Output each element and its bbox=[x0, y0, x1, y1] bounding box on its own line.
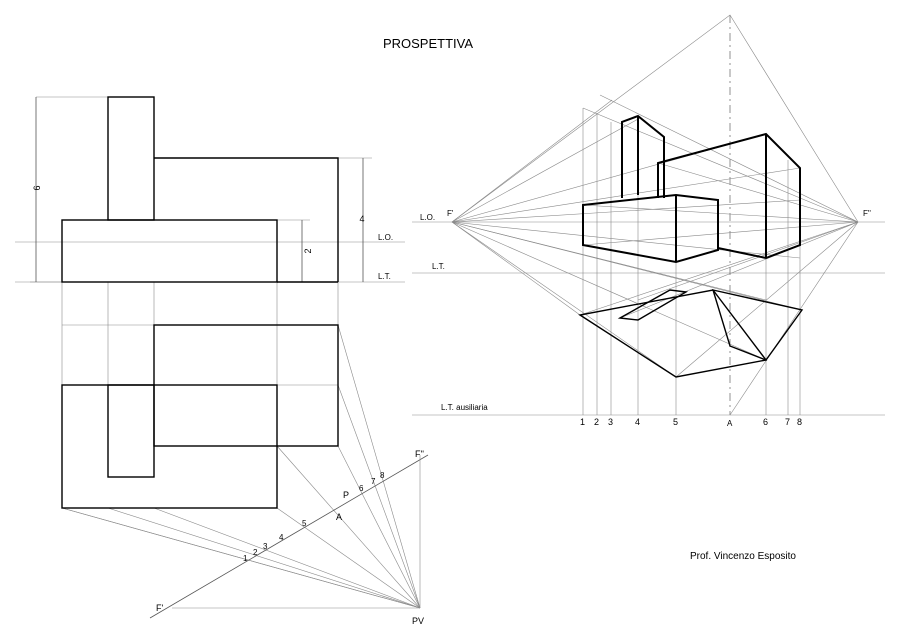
perspective-ground-label: L.T. bbox=[432, 262, 445, 271]
svg-text:3: 3 bbox=[608, 417, 613, 427]
elevation-view: 6 4 2 L.O. L.T. bbox=[15, 96, 405, 446]
auxiliary-ground-label: L.T. ausiliaria bbox=[441, 403, 488, 412]
dimension-label-4: 4 bbox=[359, 214, 364, 224]
svg-text:1: 1 bbox=[580, 417, 585, 427]
front-block-elevation bbox=[61, 219, 278, 283]
elevation-ground-label: L.T. bbox=[378, 272, 391, 281]
svg-text:2: 2 bbox=[594, 417, 599, 427]
author-signature: Prof. Vincenzo Esposito bbox=[690, 551, 796, 562]
vanishing-lines-left bbox=[451, 99, 803, 378]
tower-plan bbox=[107, 384, 155, 478]
dimension-label-2: 2 bbox=[303, 248, 313, 253]
svg-text:4: 4 bbox=[635, 417, 640, 427]
plan-view: F' F'' PV A P 1 2 3 4 5 6 7 8 bbox=[61, 324, 429, 626]
plan-tick-labels: 1 2 3 4 5 6 7 8 bbox=[243, 471, 385, 563]
svg-text:7: 7 bbox=[785, 417, 790, 427]
dimension-lines bbox=[35, 97, 364, 282]
plan-vp-left-label: F' bbox=[156, 603, 163, 613]
perspective-tick-labels: 1 2 3 4 5 6 7 8 bbox=[580, 417, 802, 427]
vanishing-lines-right bbox=[579, 94, 859, 416]
drawing-title: PROSPETTIVA bbox=[383, 36, 473, 51]
perspective-point-a-label: A bbox=[727, 419, 733, 428]
svg-text:7: 7 bbox=[371, 477, 376, 486]
visual-rays bbox=[61, 324, 421, 609]
picture-plane-line bbox=[149, 454, 429, 619]
svg-text:4: 4 bbox=[279, 533, 284, 542]
perspective-horizon-label: L.O. bbox=[420, 213, 435, 222]
svg-text:2: 2 bbox=[253, 548, 258, 557]
front-block-plan bbox=[61, 384, 278, 509]
perspective-vp-left-label: F' bbox=[447, 209, 454, 218]
plan-point-a-label: A bbox=[336, 512, 342, 522]
svg-text:5: 5 bbox=[673, 417, 678, 427]
perspective-view: L.O. L.T. L.T. ausiliaria F' F'' A 1 2 3… bbox=[412, 14, 885, 428]
svg-text:1: 1 bbox=[243, 554, 248, 563]
perspective-plan bbox=[578, 289, 804, 378]
svg-text:6: 6 bbox=[763, 417, 768, 427]
dimension-label-6: 6 bbox=[32, 185, 42, 190]
projection-lines bbox=[30, 96, 372, 446]
svg-text:3: 3 bbox=[263, 542, 268, 551]
tower-elevation bbox=[107, 96, 155, 221]
plan-viewpoint-label: PV bbox=[412, 616, 424, 626]
plan-vp-right-label: F'' bbox=[415, 449, 424, 459]
svg-text:5: 5 bbox=[302, 519, 307, 528]
elevation-horizon-label: L.O. bbox=[378, 233, 393, 242]
svg-text:6: 6 bbox=[359, 484, 364, 493]
construction-triangle bbox=[451, 14, 859, 223]
plan-point-p-label: P bbox=[343, 490, 349, 500]
right-block-elevation bbox=[154, 157, 339, 282]
perspective-vp-right-label: F'' bbox=[863, 209, 871, 218]
svg-text:8: 8 bbox=[797, 417, 802, 427]
svg-text:8: 8 bbox=[380, 471, 385, 480]
perspective-solids bbox=[582, 114, 801, 264]
